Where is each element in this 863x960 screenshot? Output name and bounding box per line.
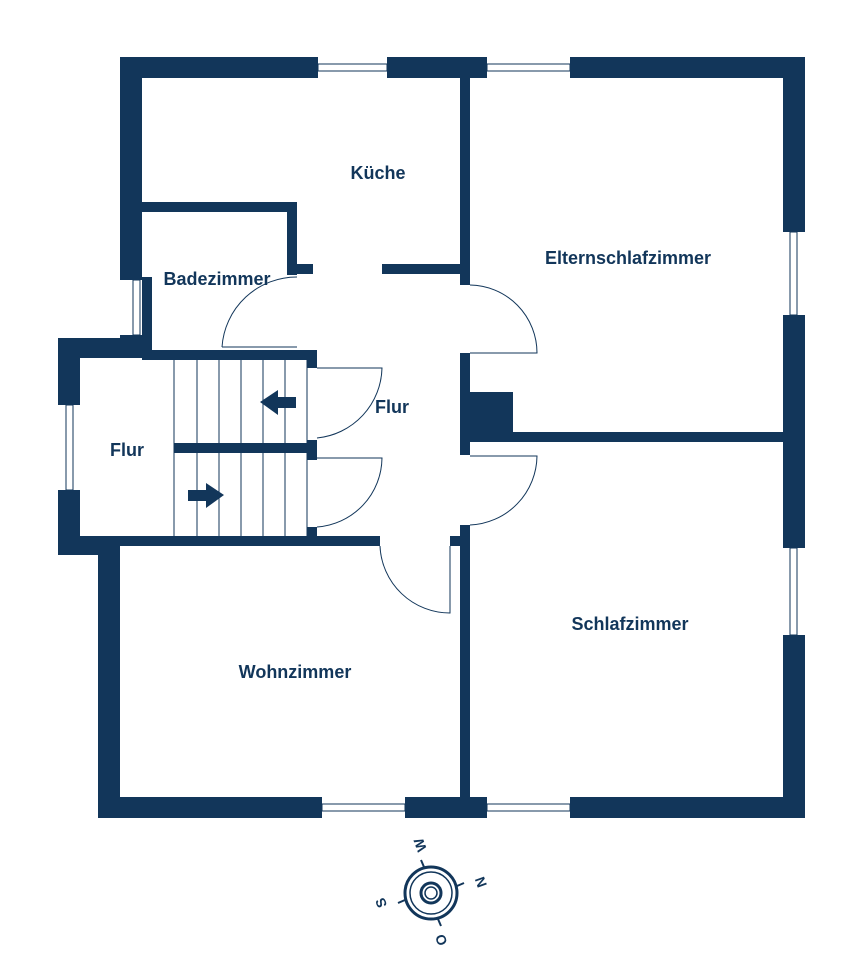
room-label-kitchen: Küche [350, 163, 405, 183]
compass-west: W [410, 835, 430, 854]
compass-south: S [372, 896, 390, 910]
doors [221, 276, 538, 614]
compass-east: O [432, 932, 451, 948]
compass-icon: W N O S [372, 835, 490, 948]
room-label-living-room: Wohnzimmer [239, 662, 352, 682]
room-labels: Küche Elternschlafzimmer Badezimmer Flur… [110, 163, 711, 682]
room-label-bathroom: Badezimmer [163, 269, 270, 289]
room-label-master-bedroom: Elternschlafzimmer [545, 248, 711, 268]
arrow-left-icon [260, 390, 296, 415]
room-label-hall-center: Flur [375, 397, 409, 417]
room-label-bedroom: Schlafzimmer [571, 614, 688, 634]
compass-north: N [472, 875, 490, 890]
arrow-right-icon [188, 483, 224, 508]
stairs [173, 360, 308, 536]
room-label-hall-left: Flur [110, 440, 144, 460]
walls [58, 57, 805, 818]
windows [65, 63, 798, 812]
